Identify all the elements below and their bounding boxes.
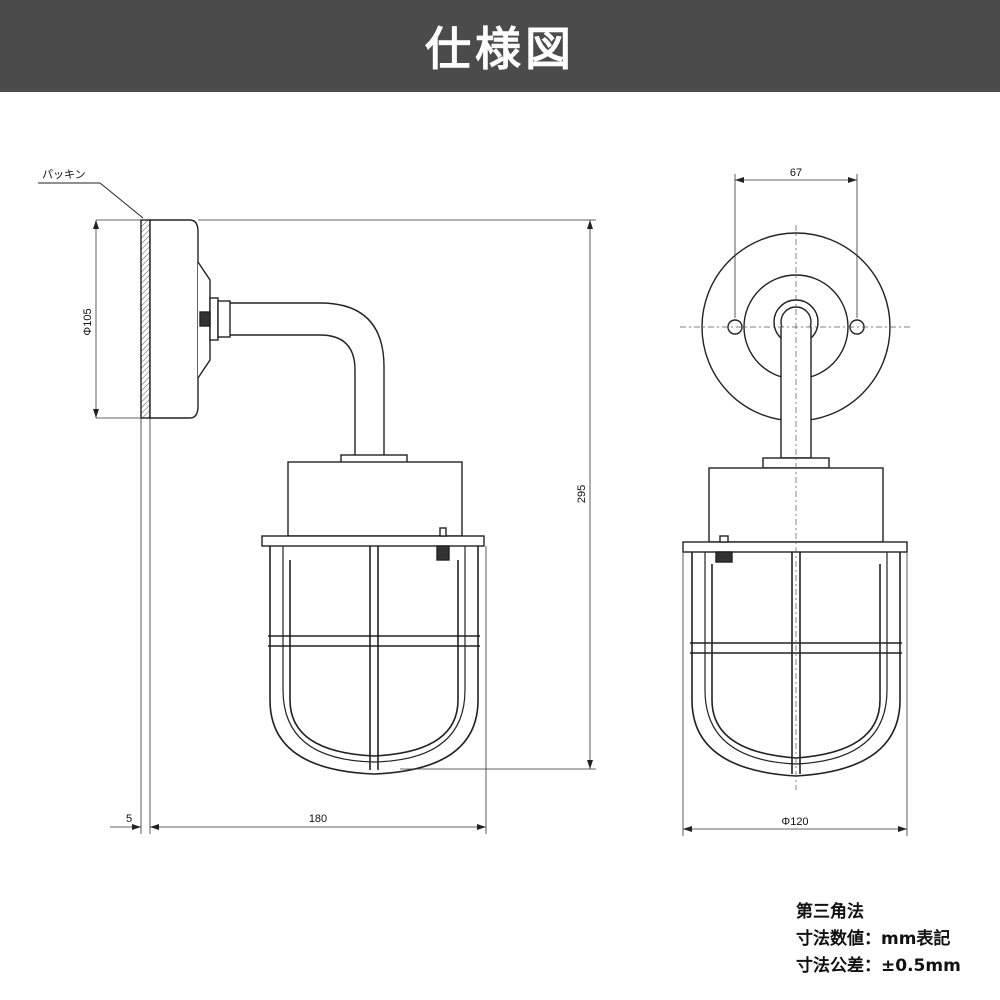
front-flange: [682, 541, 908, 553]
page-title: 仕様図: [425, 22, 575, 76]
arm-pipe-inner: [230, 334, 356, 455]
hole-pitch-label: 67: [790, 167, 802, 179]
front-lock-screw: [715, 551, 733, 563]
height-label: 295: [576, 485, 588, 503]
guard-cage: [268, 546, 480, 775]
packing-gasket: [140, 219, 151, 419]
unit-note: 寸法数値：mm表記: [796, 929, 951, 949]
tolerance-note: 寸法公差：±0.5mm: [796, 956, 961, 976]
projection-note: 第三角法: [796, 902, 864, 922]
side-dimensions: [95, 219, 596, 834]
dimension-arrows: [93, 177, 907, 832]
front-glass-globe: [704, 552, 888, 765]
offset-label: 5: [126, 813, 132, 825]
packing-label: パッキン: [42, 168, 86, 181]
drawing-notes: 第三角法 寸法数値：mm表記 寸法公差：±0.5mm: [796, 899, 996, 980]
knob: [439, 527, 447, 537]
base-diameter-label: Φ105: [82, 308, 94, 335]
housing: [287, 461, 463, 537]
arm-pipe-outer: [230, 302, 385, 455]
title-bar: 仕様図: [0, 0, 1000, 92]
packing-leader: [38, 182, 144, 219]
shade-diameter-label: Φ120: [781, 816, 808, 828]
front-view: [680, 225, 912, 790]
set-screw: [199, 311, 211, 327]
depth-label: 180: [309, 813, 327, 825]
front-knob: [719, 535, 729, 543]
side-view: [38, 182, 485, 775]
front-dimensions: [682, 174, 908, 836]
wall-base: [149, 219, 199, 419]
lock-screw: [436, 545, 450, 561]
glass-globe: [282, 546, 466, 763]
mount-nut: [209, 297, 219, 341]
arm-collar: [217, 300, 231, 338]
flange: [261, 535, 485, 547]
